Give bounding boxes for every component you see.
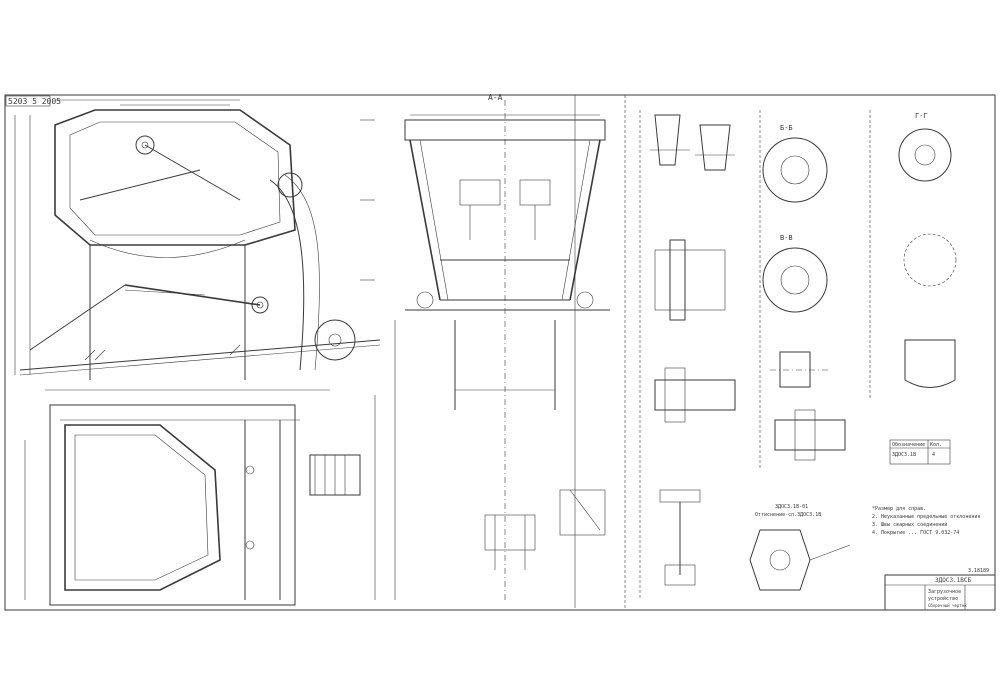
top-left-stamp: 5203 5 2005	[5, 95, 61, 107]
note-3: 3. Швы сварных соединений	[872, 522, 947, 528]
section-gg-label: Г-Г	[915, 112, 928, 120]
notes-block: *Размер для справ. 2. Неуказанные предел…	[872, 506, 980, 536]
drawing-number: 3ДОС3.1ВСБ	[935, 577, 972, 584]
section-aa-label: А-А	[488, 93, 503, 102]
table-row1-qty: 4	[932, 452, 935, 458]
stamp-text: 5203 5 2005	[8, 97, 61, 106]
sheet-code: 3.18189	[968, 568, 989, 574]
note-1: *Размер для справ.	[872, 506, 926, 512]
ref-note-1: 3ДОС3.1В-01	[775, 504, 808, 510]
ref-note-2: Оттиснение-сп.3ДОС3.1В	[755, 512, 821, 518]
section-vv-label: В-В	[780, 234, 793, 242]
title-block: 3ДОС3.1ВСБ Загрузочное устройство Сбороч…	[884, 568, 996, 611]
section-bb-label: Б-Б	[780, 124, 793, 132]
table-row1-designation: 3ДОС3.1В	[892, 452, 916, 458]
note-2: 2. Неуказанные предельные отклонения	[872, 514, 980, 520]
title-line-3: Сборочный чертеж	[928, 603, 967, 608]
dimension-ticks	[360, 110, 871, 600]
designation-table: Обозначение Кол. 3ДОС3.1В 4	[889, 439, 951, 465]
title-line-2: устройство	[928, 596, 958, 602]
note-4: 4. Покрытие ... ГОСТ 9.032-74	[872, 530, 959, 536]
right-detail-parts: Б-Б В-В Г-Г	[650, 112, 957, 461]
main-side-view	[14, 99, 381, 391]
table-header: Обозначение	[892, 441, 925, 448]
detail-sketches-middle	[484, 489, 701, 586]
front-view: А-А	[394, 93, 610, 600]
plan-view	[24, 395, 376, 606]
table-col: Кол.	[930, 442, 942, 448]
sheet-frame	[4, 94, 996, 611]
assembly-sketch	[749, 529, 851, 591]
reference-notes: 3ДОС3.1В-01 Оттиснение-сп.3ДОС3.1В	[755, 504, 821, 518]
title-line-1: Загрузочное	[928, 589, 961, 595]
